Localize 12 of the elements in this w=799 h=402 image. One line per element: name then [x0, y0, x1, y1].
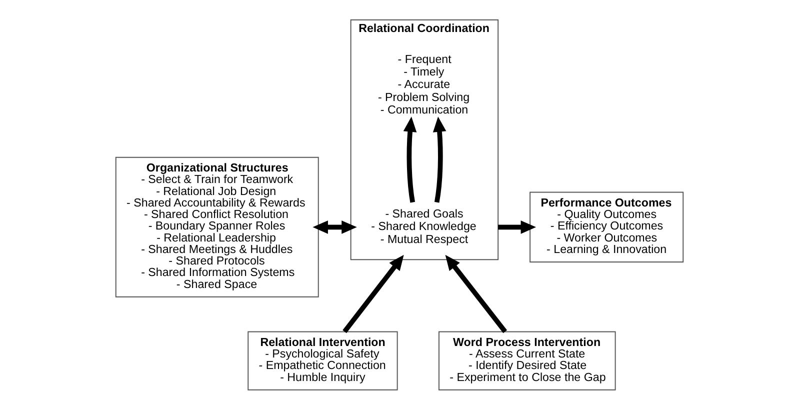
arrow [312, 220, 357, 234]
arrow [403, 116, 417, 203]
node-box: Performance Outcomes - Quality Outcomes - Efficiency Outcomes - Worker Outcomes - Learning & Innovation [530, 192, 684, 263]
node-text: - Frequent - Timely - Accurate - Problem Solving - Communication [378, 53, 470, 116]
arrow [342, 254, 404, 334]
node-box: Organizational Structures - Select & Train for Teamwork - Relational Job Design - Shared Accountability & Rewards - Shared Conflict Resolution - Boundary Spanner Roles - Relational Leadership - Shared Meetings & Huddles - Shared Protocols - Shared Information Systems - Shared Space [115, 156, 319, 298]
node-box: Relational Intervention - Psychological Safety - Empathetic Connection - Humble Inquiry [248, 331, 398, 390]
arrow [432, 116, 446, 203]
arrow [498, 220, 536, 234]
node-text: - Shared Goals - Shared Knowledge - Mutual Respect [371, 208, 476, 246]
node-box: Word Process Intervention - Assess Current State - Identify Desired State - Experiment to Close the Gap [438, 331, 616, 390]
arrow [445, 254, 508, 334]
